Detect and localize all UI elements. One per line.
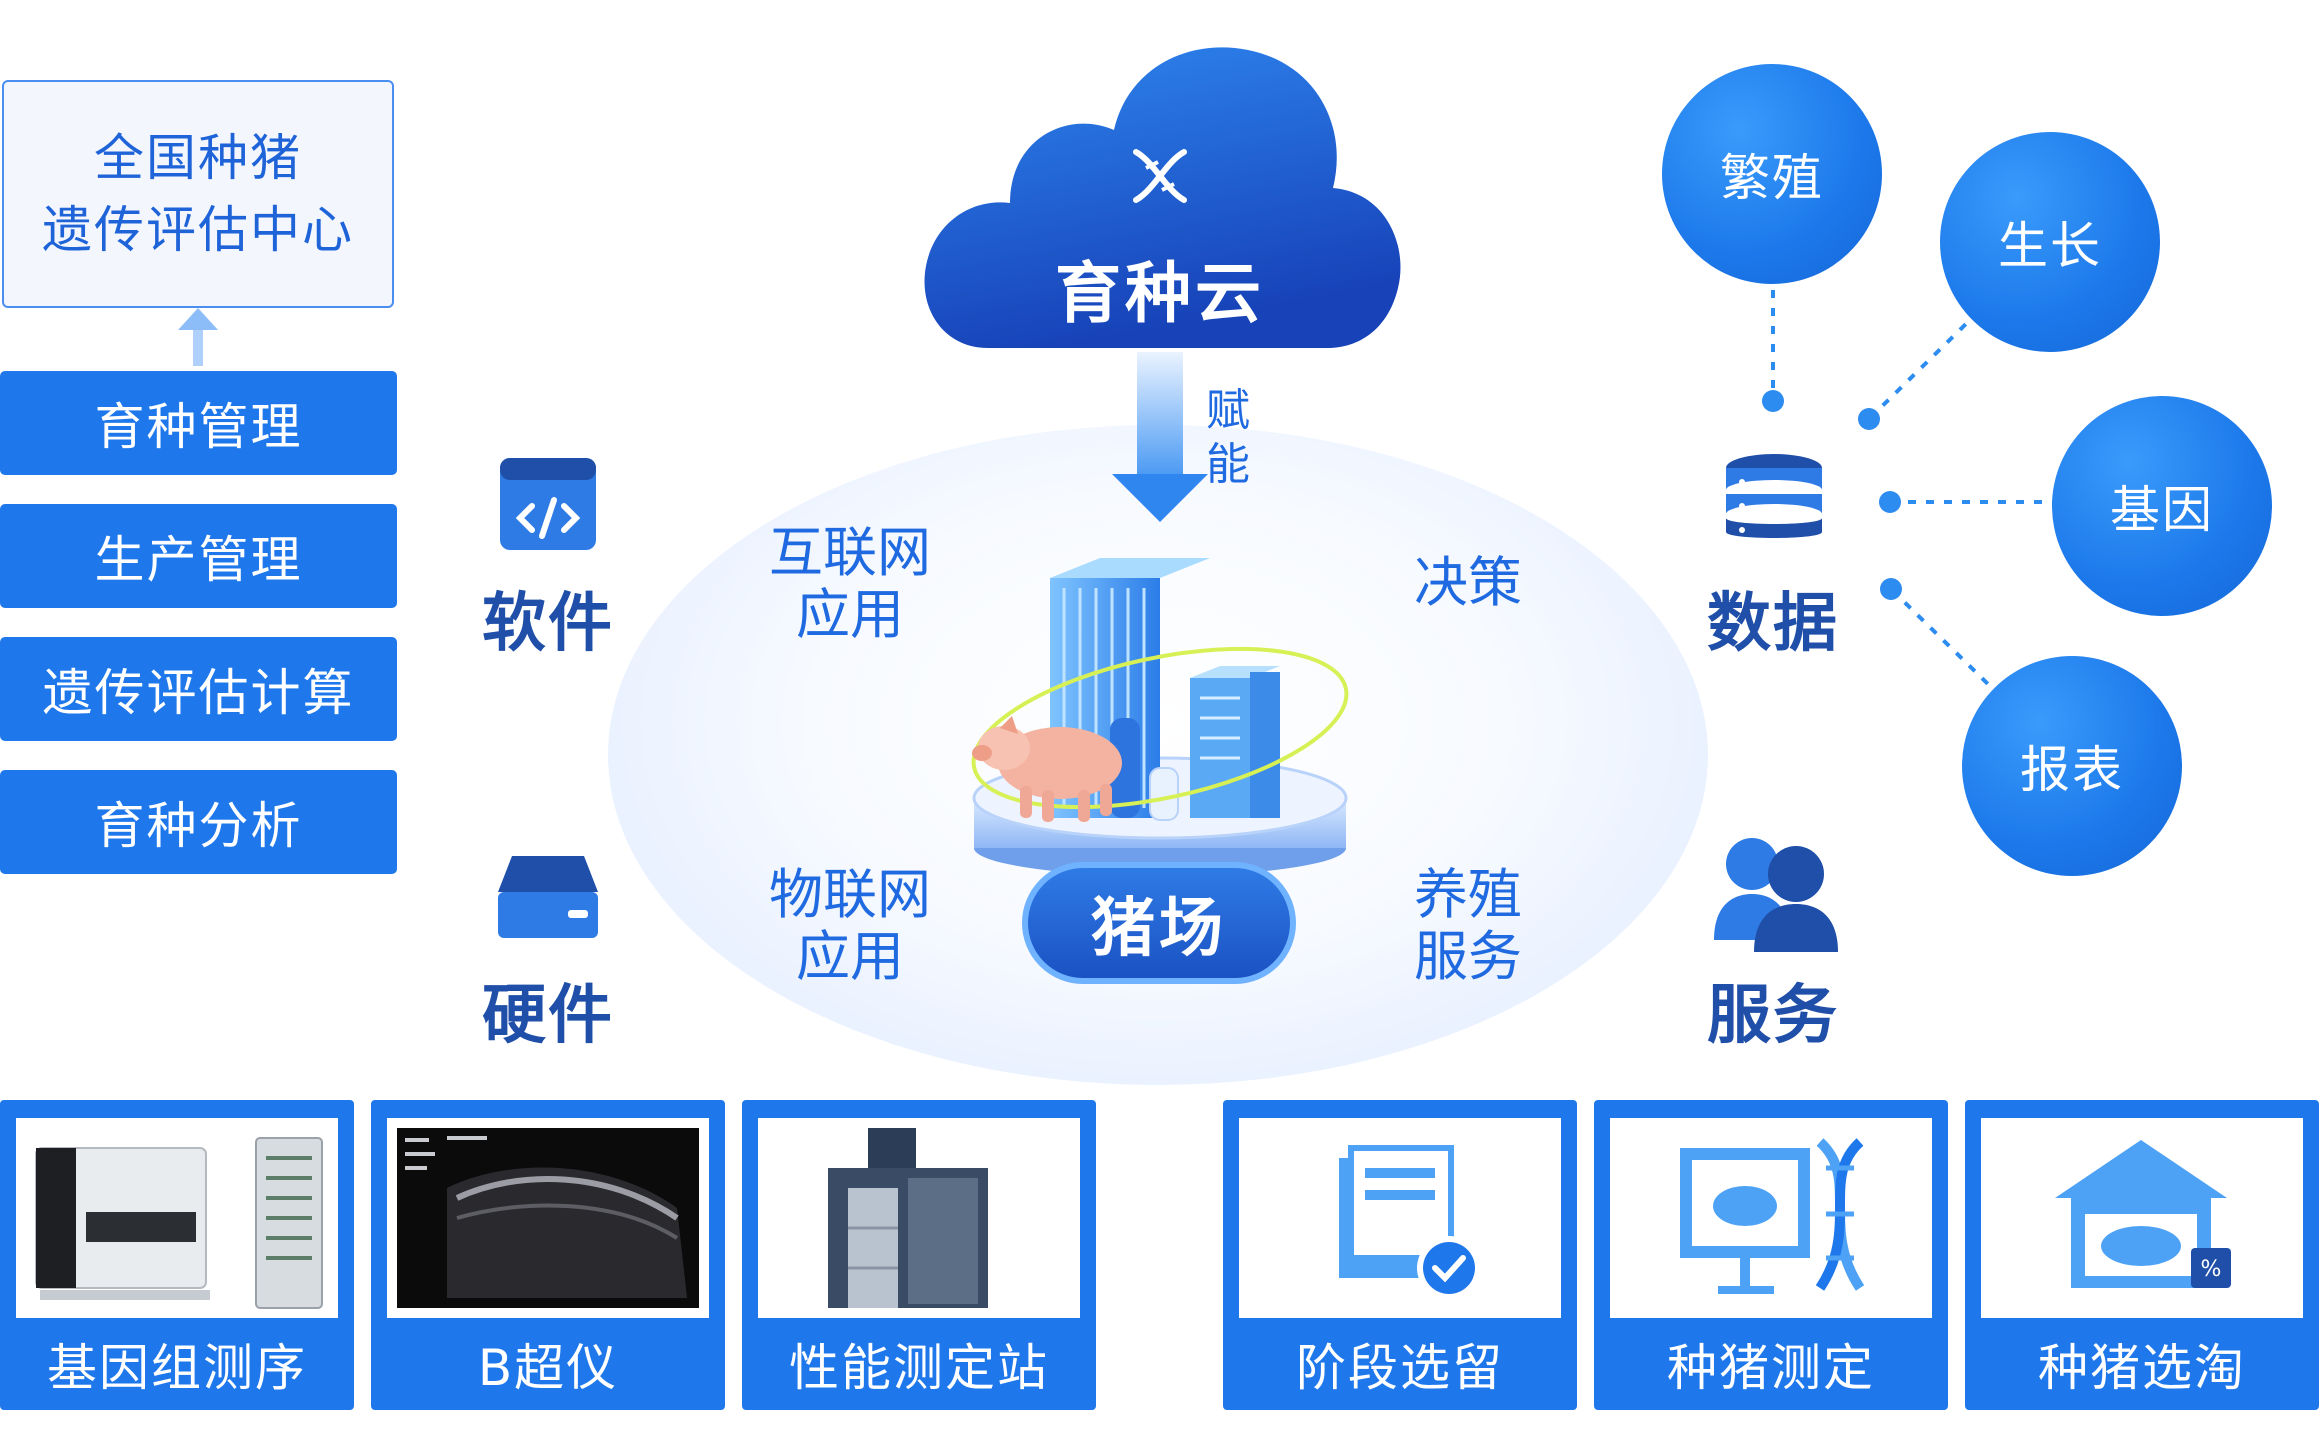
users-icon (1714, 838, 1838, 952)
pig-farm-pill: 猪场 (1022, 862, 1296, 984)
svg-text:%: % (2201, 1257, 2222, 1282)
service-label: 服务 (1707, 979, 1839, 1053)
farming-service-line2: 服务 (1414, 925, 1522, 988)
dna-icon (1133, 149, 1187, 203)
farm-illustration (971, 558, 1349, 876)
farming-service-line1: 养殖 (1414, 863, 1522, 926)
decision-line1: 决策 (1414, 551, 1522, 614)
up-arrow-icon (178, 308, 218, 330)
center-title-line1: 全国种猪 (94, 129, 302, 187)
genetic-evaluation-button[interactable]: 遗传评估计算 (0, 637, 397, 741)
pig-figure (972, 716, 1122, 822)
center-title-line2: 遗传评估中心 (42, 201, 354, 259)
genetic-evaluation-center: 全国种猪 遗传评估中心 (2, 80, 394, 308)
breeding-pig-measurement-label: 种猪测定 (1667, 1339, 1875, 1397)
connector-dot (1858, 408, 1880, 430)
server-icon (498, 856, 598, 938)
empower-label-line1: 赋 (1206, 385, 1250, 436)
connector-dot (1879, 491, 1901, 513)
breeding-cloud-title: 育种云 (1055, 255, 1265, 332)
ultrasound-label: B超仪 (477, 1339, 619, 1397)
genome-sequencing-label: 基因组测序 (47, 1339, 307, 1397)
iot-app-line2: 应用 (796, 925, 904, 988)
empower-arrow-stem (1137, 352, 1183, 474)
sequencer-photo (16, 1118, 338, 1318)
ultrasound-photo (387, 1118, 709, 1318)
up-arrow-stem (193, 326, 203, 366)
breeding-data-bubble: 繁殖 (1662, 64, 1882, 284)
genome-sequencing-card[interactable]: 基因组测序 (0, 1100, 354, 1410)
connector-dot (1880, 578, 1902, 600)
growth-data-bubble: 生长 (1940, 132, 2160, 352)
down-arrow-icon (1112, 474, 1208, 522)
measuring-station-photo (758, 1118, 1080, 1318)
report-data-bubble: 报表 (1962, 656, 2182, 876)
performance-station-card[interactable]: 性能测定站 (742, 1100, 1096, 1410)
farming-service-label: 养殖 服务 (1378, 864, 1558, 988)
internet-app-line1: 互联网 (769, 521, 931, 584)
code-icon (500, 458, 596, 550)
iot-app-line1: 物联网 (769, 863, 931, 926)
document-check-icon (1239, 1118, 1561, 1318)
pig-house-icon: % (1981, 1118, 2303, 1318)
ultrasound-card[interactable]: B超仪 (371, 1100, 725, 1410)
internet-app-label: 互联网 应用 (730, 522, 970, 646)
performance-station-label: 性能测定站 (789, 1339, 1049, 1397)
monitor-pig-dna-icon (1610, 1118, 1932, 1318)
connector-dot (1762, 390, 1784, 412)
iot-app-label: 物联网 应用 (730, 864, 970, 988)
empower-label: 赋 能 (1198, 384, 1258, 492)
gene-data-bubble: 基因 (2052, 396, 2272, 616)
breeding-management-button[interactable]: 育种管理 (0, 371, 397, 475)
database-icon (1726, 454, 1822, 538)
data-label: 数据 (1707, 587, 1839, 661)
breeding-pig-measurement-card[interactable]: 种猪测定 (1594, 1100, 1948, 1410)
hardware-label: 硬件 (482, 979, 614, 1053)
empower-label-line2: 能 (1206, 439, 1250, 490)
production-management-button[interactable]: 生产管理 (0, 504, 397, 608)
breeding-pig-selection-label: 种猪选淘 (2038, 1339, 2246, 1397)
internet-app-line2: 应用 (796, 583, 904, 646)
stage-selection-label: 阶段选留 (1296, 1339, 1504, 1397)
breeding-analysis-button[interactable]: 育种分析 (0, 770, 397, 874)
decision-label: 决策 (1378, 552, 1558, 614)
breeding-pig-selection-card[interactable]: % 种猪选淘 (1965, 1100, 2319, 1410)
software-label: 软件 (482, 587, 614, 661)
cloud-icon (924, 47, 1401, 348)
connector-lines (1771, 290, 2055, 688)
stage-selection-card[interactable]: 阶段选留 (1223, 1100, 1577, 1410)
